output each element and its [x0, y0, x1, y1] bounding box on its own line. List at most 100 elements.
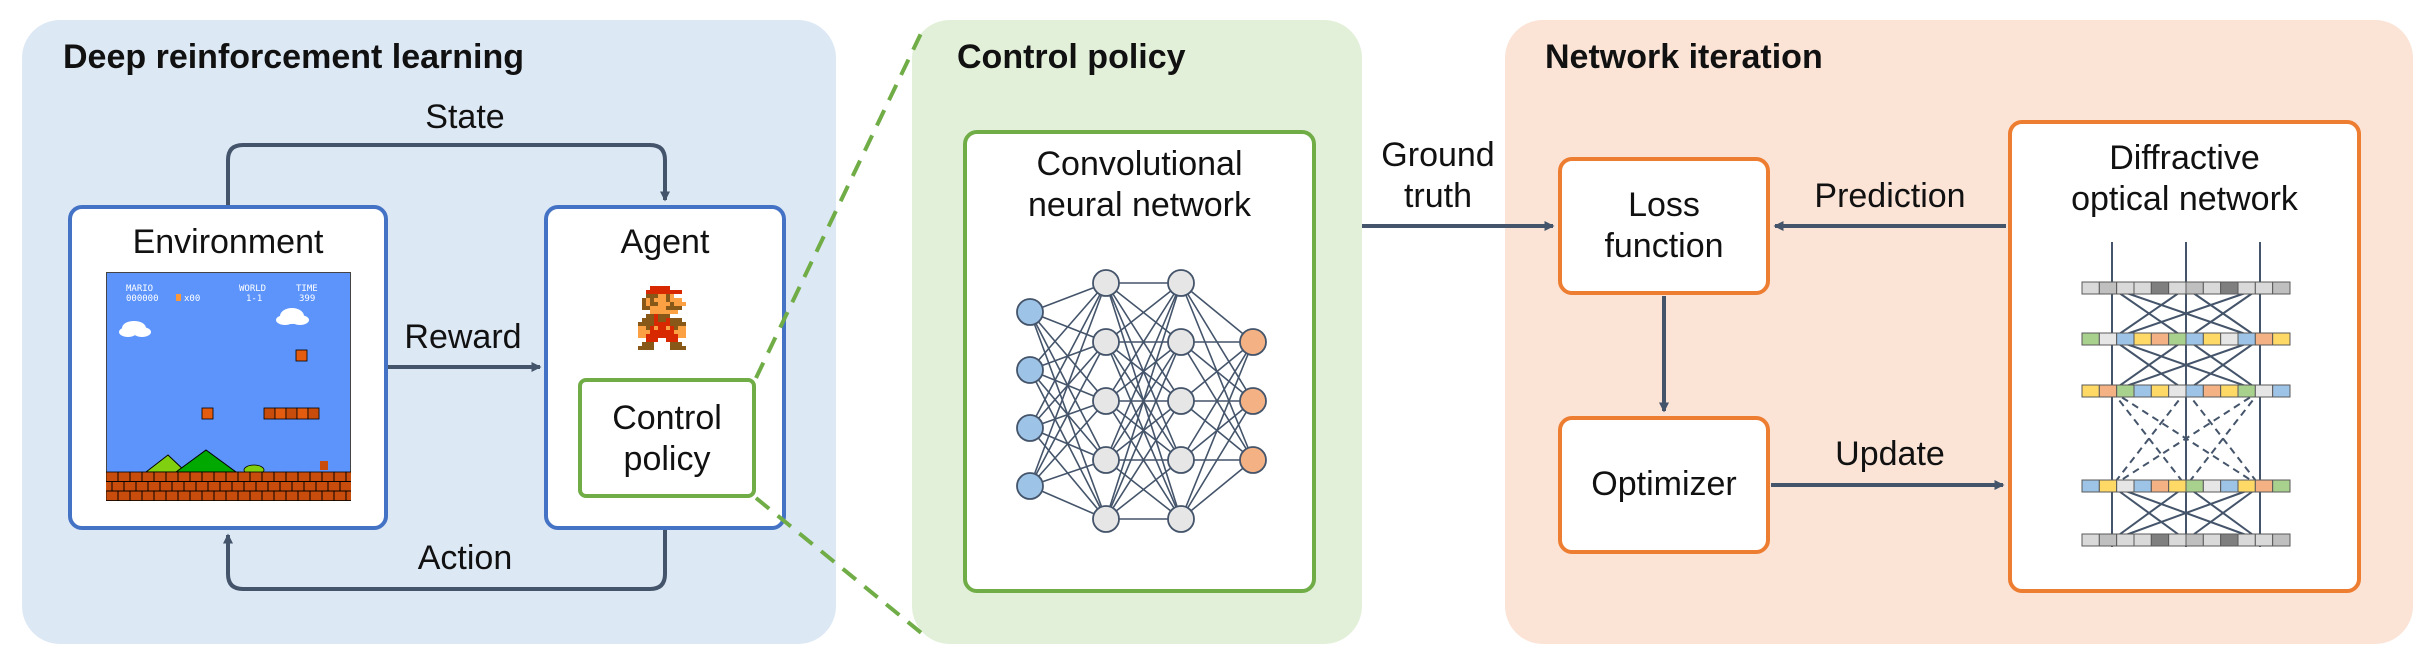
diffractive-pixel	[2202, 384, 2222, 398]
diffractive-pixel	[2081, 332, 2100, 346]
diffractive-pixel	[2254, 533, 2274, 547]
agent-label: Agent	[620, 223, 710, 261]
cnn-edge	[1029, 282, 1107, 487]
diffractive-pixel	[2133, 281, 2152, 295]
cnn-edge	[1180, 459, 1254, 520]
diffractive-pixel	[2150, 533, 2170, 547]
cloud-icon	[119, 321, 151, 337]
diffractive-pixel	[2237, 332, 2256, 346]
cnn-edge	[1029, 282, 1107, 371]
diffractive-pixel	[2150, 281, 2170, 295]
cnn-edge	[1180, 400, 1254, 520]
cnn-node	[1167, 446, 1195, 474]
optimizer-box	[1558, 416, 1770, 554]
diffractive-edge	[2111, 338, 2187, 392]
cnn-node	[1239, 446, 1267, 474]
state-label: State	[425, 98, 505, 136]
action-arrow	[223, 530, 667, 591]
diffractive-pixel	[2168, 332, 2187, 346]
diffractive-edge	[2111, 390, 2187, 487]
hud-world-num: 1-1	[246, 294, 262, 304]
diffractive-pixel	[2116, 384, 2135, 398]
diffractive-pixel	[2150, 479, 2170, 493]
diffractive-pixel	[2237, 384, 2256, 398]
goomba-icon	[320, 461, 328, 470]
cnn-edge	[1105, 341, 1182, 520]
diffractive-pixel	[2168, 384, 2187, 398]
diffractive-pixel	[2098, 479, 2118, 493]
cnn-connections	[1029, 282, 1254, 520]
diffractive-pixel	[2220, 533, 2239, 547]
state-arrow	[226, 143, 670, 205]
diffractive-pixel	[2168, 533, 2187, 547]
cnn-node	[1016, 298, 1044, 326]
hud-world: WORLD	[239, 284, 266, 294]
diffractive-pixel	[2116, 281, 2135, 295]
diffractive-pixel	[2202, 332, 2222, 346]
cnn-node	[1239, 387, 1267, 415]
cnn-edge	[1105, 459, 1182, 520]
brick-row-icon	[263, 407, 320, 420]
control-policy-label: Control policy	[612, 399, 722, 478]
diffractive-pixel	[2254, 384, 2274, 398]
diffractive-pixel	[2116, 479, 2135, 493]
cnn-node	[1092, 269, 1120, 297]
cnn-node	[1016, 414, 1044, 442]
hud-time: TIME	[296, 284, 318, 294]
hud-mario: MARIO	[126, 284, 153, 294]
diffractive-edge	[2111, 485, 2261, 541]
control-policy-box	[578, 378, 756, 498]
diffractive-pixel	[2237, 533, 2256, 547]
cnn-edge	[1105, 282, 1182, 520]
zoom-line-bottom	[754, 496, 927, 638]
diffractive-pixel	[2168, 281, 2187, 295]
diffractive-pixel	[2133, 384, 2152, 398]
drl-panel-title: Deep reinforcement learning	[63, 38, 525, 76]
diffractive-pixel	[2185, 332, 2204, 346]
cnn-edge	[1180, 282, 1254, 343]
diffractive-pixel	[2272, 384, 2291, 398]
diffractive-edge	[2185, 485, 2261, 541]
diffractive-pixel	[2185, 384, 2204, 398]
diffractive-pixel	[2133, 332, 2152, 346]
diffractive-edge	[2185, 390, 2261, 487]
reward-label: Reward	[404, 318, 522, 356]
diffractive-pixel	[2220, 479, 2239, 493]
diffractive-pixel	[2220, 332, 2239, 346]
coin-icon	[176, 294, 181, 301]
cnn-label: Convolutional neural network	[1027, 145, 1251, 224]
cnn-node	[1167, 387, 1195, 415]
ground-icon	[106, 471, 351, 501]
diffractive-pixel	[2098, 281, 2118, 295]
diffractive-pixel	[2098, 533, 2118, 547]
cnn-edge	[1180, 341, 1254, 461]
diffractive-pixel	[2272, 332, 2291, 346]
cnn-edge	[1105, 400, 1182, 520]
diffractive-pixel	[2202, 533, 2222, 547]
diffractive-pixel	[2185, 533, 2204, 547]
diffractive-edge	[2111, 287, 2261, 340]
diffractive-pixel	[2133, 479, 2152, 493]
diffractive-pixel	[2254, 332, 2274, 346]
diffractive-pixel	[2202, 479, 2222, 493]
cloud-icon	[276, 308, 309, 325]
diffractive-pixel	[2254, 479, 2274, 493]
cnn-edge	[1180, 341, 1254, 520]
cnn-edge	[1105, 282, 1182, 461]
diffractive-layers	[2081, 281, 2291, 547]
loss-function-box	[1558, 157, 1770, 295]
diffractive-pixel	[2185, 479, 2204, 493]
cnn-edge	[1029, 282, 1107, 429]
diffractive-pixel	[2116, 332, 2135, 346]
diffractive-pixel	[2081, 479, 2100, 493]
action-label: Action	[417, 539, 513, 577]
ground-truth-label: Ground truth	[1381, 136, 1495, 215]
diffractive-pixel	[2098, 384, 2118, 398]
game-screen: MARIO 000000 x00 WORLD 1-1 TIME 399	[106, 272, 351, 501]
diffractive-pixel	[2133, 533, 2152, 547]
diffractive-edge	[2111, 338, 2261, 392]
cnn-edge	[1029, 341, 1107, 487]
cnn-node	[1092, 505, 1120, 533]
question-block-icon	[295, 349, 308, 362]
question-block-icon	[201, 407, 214, 420]
